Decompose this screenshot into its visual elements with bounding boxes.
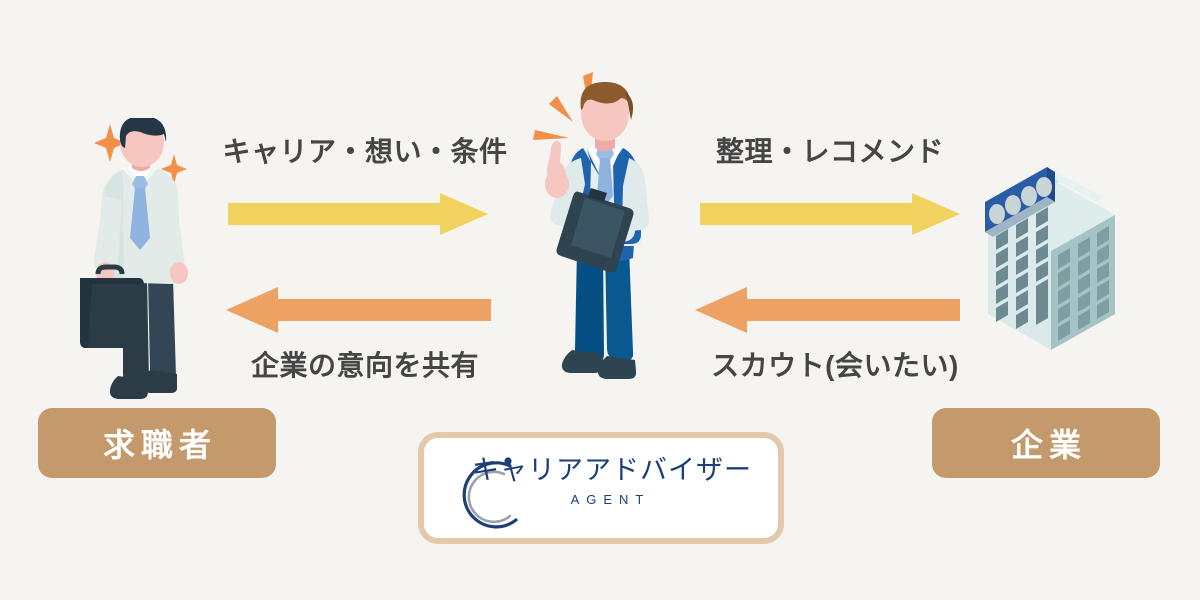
sparkle-icon (94, 124, 187, 184)
pill-label-job-seeker: 求職者 (38, 408, 276, 478)
logo-sub-text: AGENT (570, 491, 651, 507)
flow-label-company-to-advisor: スカウト(会いたい) (711, 350, 959, 381)
logo-main-text: キャリアアドバイザー (472, 455, 752, 485)
sign-circles-icon (989, 177, 1052, 224)
arrow-advisor-to-seeker (226, 287, 491, 333)
pill-label-job-seeker-text: 求職者 (102, 427, 217, 463)
pill-label-company: 企業 (932, 408, 1160, 478)
job-seeker-illustration (78, 118, 228, 408)
office-building-illustration (963, 145, 1138, 360)
career-advisor-illustration (525, 62, 685, 412)
pill-label-company-text: 企業 (1010, 427, 1087, 463)
arrow-advisor-to-company (700, 193, 960, 235)
career-advisor-logo-card: キャリアアドバイザー AGENT (418, 432, 784, 544)
flow-label-advisor-to-company: 整理・レコメンド (715, 136, 944, 167)
arrow-seeker-to-advisor (228, 193, 488, 235)
arrow-company-to-advisor (695, 287, 960, 333)
flow-label-seeker-to-advisor: キャリア・想い・条件 (222, 136, 508, 167)
circular-arc-mark-icon (462, 457, 518, 529)
flow-label-advisor-to-seeker: 企業の意向を共有 (250, 350, 479, 381)
